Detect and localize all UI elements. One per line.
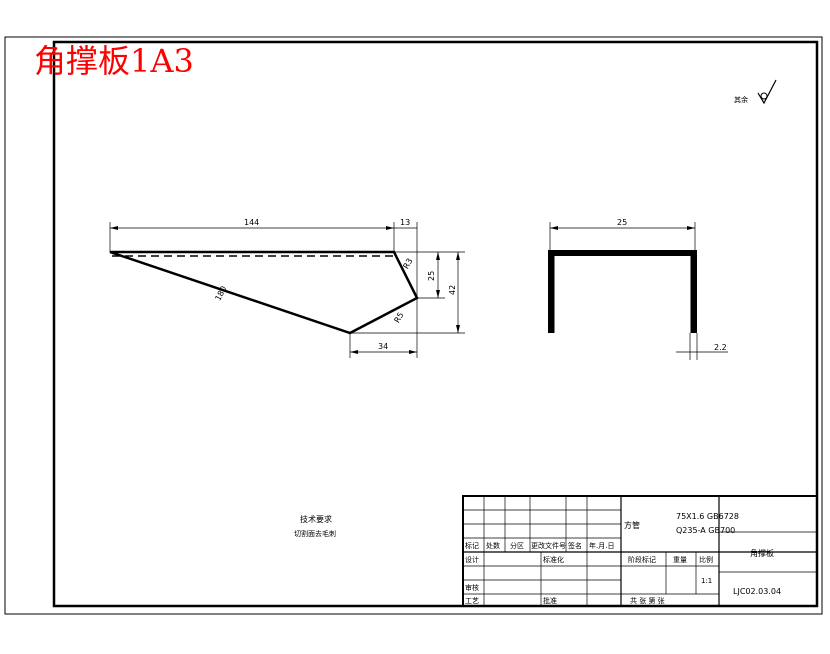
scale-value: 1:1 — [701, 577, 712, 585]
hdr-sheets: 共 张 第 张 — [630, 596, 665, 605]
hdr-zone: 分区 — [510, 541, 524, 550]
hdr-mark: 标记 — [465, 541, 479, 550]
gusset-outline — [109, 250, 419, 335]
hdr-review: 审核 — [465, 583, 479, 592]
roughness-circle-icon — [760, 92, 768, 100]
part-name: 角撑板 — [750, 548, 774, 558]
hdr-design: 设计 — [465, 555, 479, 564]
hdr-process: 工艺 — [465, 597, 479, 605]
title-block — [462, 495, 818, 607]
dim-13: 13 — [400, 218, 410, 227]
title-block-text: 75X1.6 GB6728 Q235-A GB700 方管 角撑板 LJC02.… — [465, 512, 781, 605]
hdr-standardize: 标准化 — [543, 555, 564, 564]
dim-34: 34 — [378, 342, 388, 351]
hdr-weight: 重量 — [673, 556, 687, 564]
hdr-count: 处数 — [486, 541, 500, 550]
roughness-symbol: 其余 — [734, 79, 777, 105]
dim-2-2: 2.2 — [714, 343, 727, 352]
front-view: 144 13 25 42 34 180 R3 R5 — [109, 218, 465, 358]
dim-42: 42 — [448, 285, 457, 295]
outer-frame — [4, 36, 823, 615]
material-line2: Q235-A GB700 — [676, 526, 735, 535]
channel-left — [548, 250, 555, 333]
hdr-stage-mark: 阶段标记 — [628, 555, 656, 564]
hdr-date: 年.月.日 — [589, 541, 614, 550]
technical-requirements: 技术要求 切割面去毛刺 — [294, 514, 336, 538]
roughness-check-icon — [757, 79, 777, 105]
dim-144: 144 — [244, 218, 259, 227]
material-prefix: 方管 — [624, 520, 640, 530]
channel-right — [690, 250, 697, 333]
roughness-note: 其余 — [734, 95, 748, 104]
label-lower-right: R5 — [392, 311, 405, 325]
hdr-signature: 签名 — [568, 541, 582, 550]
channel-top — [548, 250, 696, 256]
hdr-change-doc: 更改文件号 — [531, 541, 566, 550]
drawing-number: LJC02.03.04 — [733, 587, 781, 596]
tech-req-heading: 技术要求 — [300, 514, 332, 524]
tech-req-line1: 切割面去毛刺 — [294, 529, 336, 538]
hdr-approve: 批准 — [543, 596, 557, 605]
material-line1: 75X1.6 GB6728 — [676, 512, 739, 521]
dim-25: 25 — [427, 271, 436, 281]
overlay-title: 角撑板1A3 — [34, 42, 194, 80]
dim-75: 25 — [617, 218, 627, 227]
side-view: 25 2.2 — [548, 218, 728, 360]
inner-border — [52, 40, 819, 608]
hdr-scale: 比例 — [699, 555, 713, 564]
